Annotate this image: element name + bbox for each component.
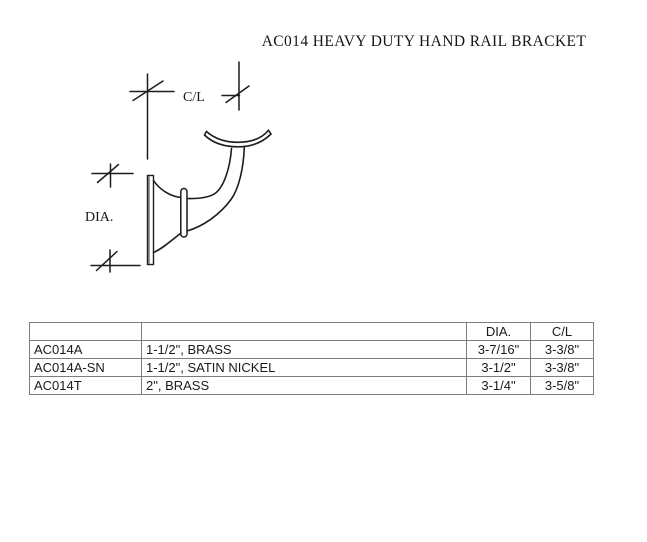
header-dia: DIA. [466,322,531,341]
diameter-dimension-marks [90,163,141,273]
centerline-label: C/L [183,90,205,105]
wall-plate [146,174,155,266]
header-sku [29,322,142,341]
table-row: AC014A-SN 1-1/2", SATIN NICKEL 3-1/2" 3-… [29,358,594,377]
diameter-label: DIA. [85,210,113,225]
dia-cell: 3-1/2" [466,358,531,377]
dia-cell: 3-7/16" [466,340,531,359]
flare-top-edge [152,179,182,199]
collar-ring [180,187,188,238]
sku-cell: AC014A [29,340,142,359]
diameter-top-tick-slash [96,163,120,184]
table-header-row: DIA. C/L [29,322,594,341]
centerline-dimension-marks [129,61,250,160]
arm-top-edge [186,147,233,200]
flare-bottom-edge [152,232,182,254]
page-title: AC014 HEAVY DUTY HAND RAIL BRACKET [261,33,587,50]
centerline-right-tick-slash [225,85,250,104]
header-cl: C/L [530,322,594,341]
table-row: AC014A 1-1/2", BRASS 3-7/16" 3-3/8" [29,340,594,359]
description-cell: 1-1/2", SATIN NICKEL [141,358,467,377]
dia-cell: 3-1/4" [466,376,531,395]
table-row: AC014T 2", BRASS 3-1/4" 3-5/8" [29,376,594,395]
centerline-left-tick-slash [132,80,164,102]
bracket-diagram: C/L DIA. [85,61,273,273]
arm-bottom-edge [186,146,246,232]
rail-saddle [203,128,273,148]
cl-cell: 3-3/8" [530,340,594,359]
description-cell: 2", BRASS [141,376,467,395]
sku-cell: AC014A-SN [29,358,142,377]
header-description [141,322,467,341]
bracket-drawing [146,128,273,266]
description-cell: 1-1/2", BRASS [141,340,467,359]
cl-cell: 3-3/8" [530,358,594,377]
spec-table: DIA. C/L AC014A 1-1/2", BRASS 3-7/16" 3-… [29,322,594,395]
diameter-bottom-tick-slash [95,250,118,272]
cl-cell: 3-5/8" [530,376,594,395]
sku-cell: AC014T [29,376,142,395]
